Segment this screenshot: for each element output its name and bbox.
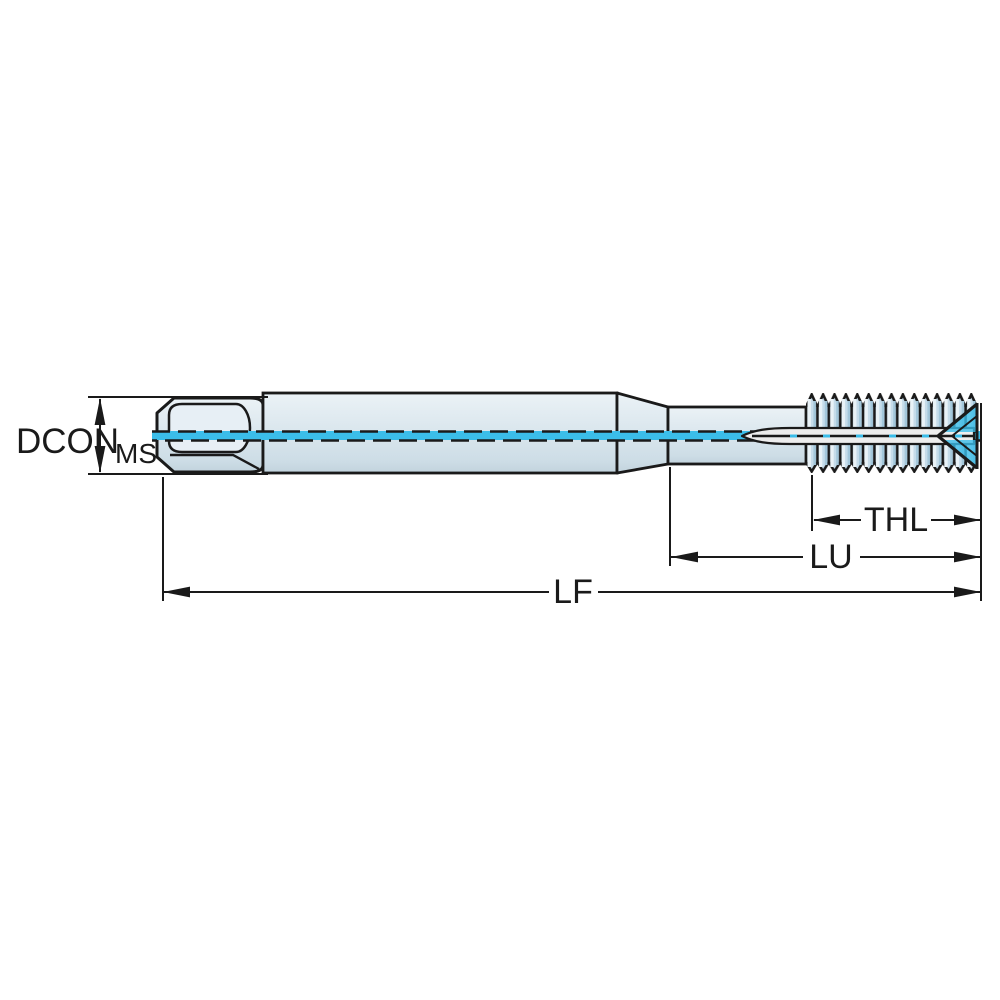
chamfer-tip — [936, 402, 979, 470]
flute-groove — [740, 426, 976, 446]
chamfer-inner-line-lower — [951, 435, 978, 457]
arrow-right-icon — [954, 551, 981, 563]
dimension-dconms — [88, 396, 268, 475]
chamfer-inner-line-upper — [951, 415, 978, 437]
square-drive-chamfer-line — [170, 453, 260, 471]
lu-label: LU — [809, 538, 852, 576]
chamfer-edge-upper — [936, 402, 979, 438]
arrow-down-icon — [94, 446, 106, 473]
dconms-label: DCON — [16, 422, 119, 461]
arrow-left-icon — [671, 551, 698, 563]
lf-label: LF — [553, 573, 593, 611]
dimension-lf — [163, 586, 981, 598]
dconms-subscript: MS — [115, 438, 157, 469]
chamfer-edge-lower — [936, 434, 979, 470]
dimension-labels: DCON MS THL LU LF — [16, 422, 928, 611]
arrow-right-icon — [954, 586, 981, 598]
square-drive-flat-face — [167, 402, 252, 454]
arrow-left-icon — [813, 514, 840, 526]
dimension-thl — [813, 514, 981, 526]
arrow-left-icon — [163, 586, 190, 598]
arrow-right-icon — [954, 514, 981, 526]
dimension-lu — [671, 551, 981, 563]
centerline-cyan-band — [152, 431, 982, 440]
dimension-lines — [88, 396, 982, 601]
arrow-up-icon — [94, 398, 106, 425]
thl-label: THL — [864, 501, 928, 539]
